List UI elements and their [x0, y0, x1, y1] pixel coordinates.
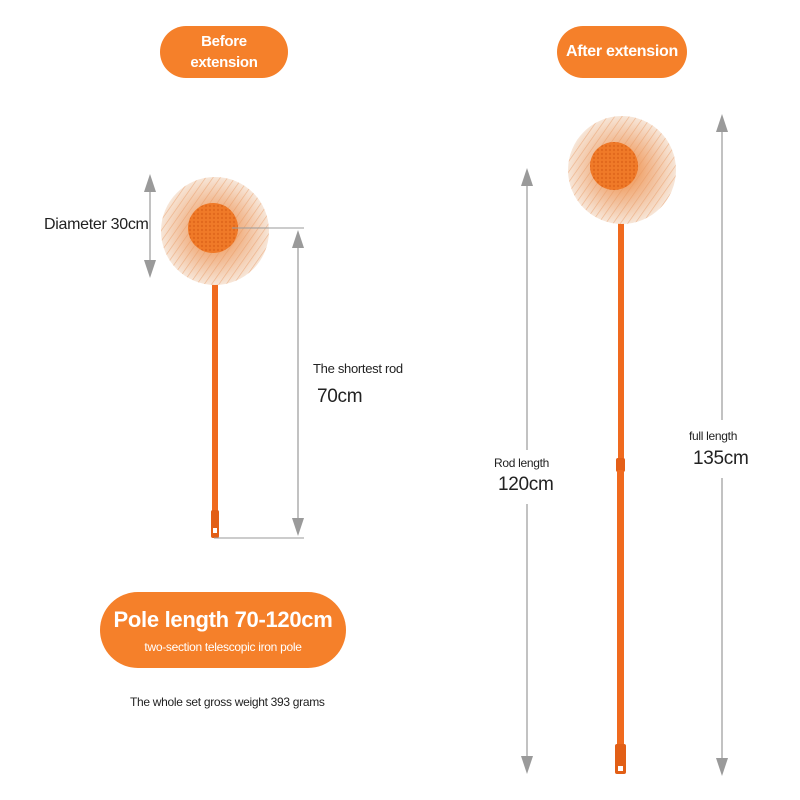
diameter-label: Diameter 30cm	[44, 216, 149, 233]
pole-type-label: two-section telescopic iron pole	[144, 640, 302, 654]
rod-length-value: 120cm	[498, 474, 554, 495]
before-extension-line2: extension	[190, 54, 258, 71]
before-extension-line1: Before	[201, 33, 247, 50]
pole-extended-end-cap	[615, 744, 626, 774]
pole-short	[212, 280, 218, 512]
pole-short-end-cap	[211, 510, 219, 538]
full-length-label: full length	[689, 429, 738, 443]
weight-note: The whole set gross weight 393 grams	[130, 695, 325, 709]
rod-length-dimension	[521, 168, 533, 774]
rod-length-label: Rod length	[494, 456, 550, 470]
after-extension-label: After extension	[566, 43, 678, 60]
mop-short	[161, 177, 269, 538]
full-length-dimension	[716, 114, 728, 776]
pole-joint	[616, 458, 625, 472]
after-extension-badge: After extension	[557, 26, 687, 78]
pole-length-title: Pole length 70-120cm	[113, 607, 333, 632]
diameter-dimension	[144, 174, 156, 278]
pole-extended-lower	[617, 470, 624, 746]
shortest-rod-dimension	[214, 227, 304, 539]
pole-extended-upper	[618, 215, 624, 465]
full-length-value: 135cm	[693, 448, 749, 469]
shortest-rod-label: The shortest rod	[313, 361, 403, 376]
mop-extended	[568, 116, 676, 774]
pole-length-badge: Pole length 70-120cm two-section telesco…	[100, 592, 346, 668]
shortest-rod-value: 70cm	[317, 386, 363, 407]
before-extension-badge: Before extension	[160, 26, 288, 78]
